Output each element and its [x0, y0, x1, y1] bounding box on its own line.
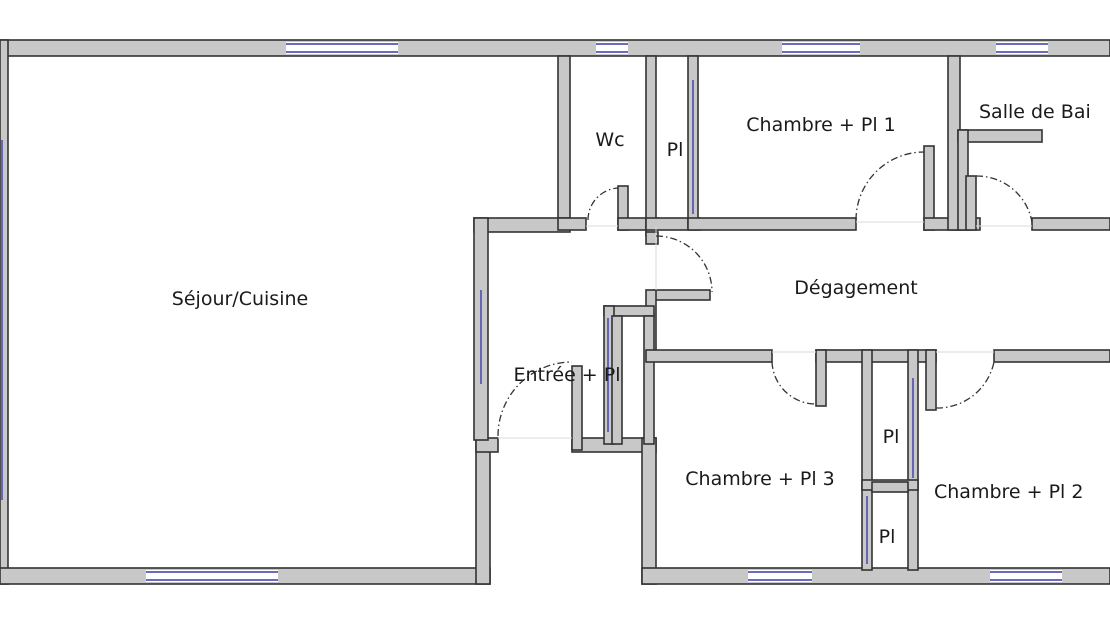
- wall-degagement-bottom-left: [645, 349, 773, 363]
- wall-chambre3-door-stub: [815, 349, 827, 407]
- wall-sejour-right-lower: [475, 439, 491, 585]
- label-pl-closet-a: Pl: [883, 426, 900, 448]
- door-sdb: [975, 175, 1033, 223]
- label-salle-de-bain: Salle de Bai: [979, 101, 1091, 123]
- label-pl-closet-b: Pl: [879, 526, 896, 548]
- wall-top: [0, 39, 1110, 57]
- wall-chambre2-door-stub: [925, 349, 937, 411]
- label-sejour: Séjour/Cuisine: [172, 288, 308, 310]
- wall-degagement-left-stub: [653, 289, 711, 301]
- label-chambre1: Chambre + Pl 1: [746, 114, 895, 136]
- wall-entree-closet-inner: [611, 315, 623, 445]
- wall-entree-closet-right: [643, 315, 655, 445]
- room-labels: Séjour/Cuisine Wc Pl Chambre + Pl 1 Sall…: [172, 101, 1091, 548]
- door-wc: [587, 187, 619, 221]
- label-wc: Wc: [595, 129, 624, 151]
- label-chambre2: Chambre + Pl 2: [934, 481, 1083, 503]
- label-chambre3: Chambre + Pl 3: [685, 468, 834, 490]
- wall-wc-bottom-left: [557, 217, 587, 231]
- wall-sdb-inner-top: [957, 129, 1043, 143]
- wall-closet-divider-2: [871, 481, 909, 493]
- wall-sdb-door-stub: [965, 175, 977, 231]
- label-pl-wc: Pl: [667, 139, 684, 161]
- door-entree: [497, 361, 573, 437]
- label-entree: Entrée + Pl: [513, 364, 620, 386]
- wall-entree-inner-left: [571, 365, 583, 451]
- door-chambre1: [855, 151, 925, 221]
- wall-degagement-door-top: [645, 231, 659, 245]
- door-degagement: [655, 235, 713, 293]
- wall-bedroom-left-lower: [641, 437, 657, 585]
- wall-closet-left: [861, 349, 873, 571]
- doors: [497, 151, 1033, 437]
- door-chambre2: [935, 361, 995, 409]
- door-chambre3: [771, 361, 817, 405]
- label-degagement: Dégagement: [794, 277, 917, 299]
- wall-degagement-bottom-right: [993, 349, 1110, 363]
- wall-sejour-right-upper: [557, 55, 571, 221]
- thresholds: [498, 221, 1032, 439]
- wall-chambre1-bottom-left: [687, 217, 857, 231]
- wall-wc-pl-divider: [645, 55, 657, 237]
- wall-sdb-bottom-right: [1031, 217, 1110, 231]
- windows: [1, 42, 1062, 582]
- wall-left: [0, 39, 9, 585]
